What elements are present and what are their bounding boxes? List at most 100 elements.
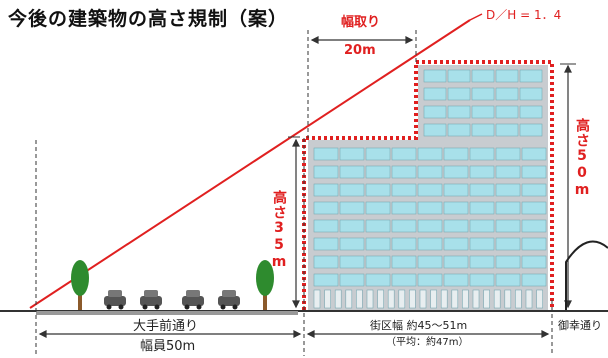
window xyxy=(495,219,521,233)
window xyxy=(365,237,391,251)
window xyxy=(521,147,547,161)
window xyxy=(365,273,391,287)
tree-left xyxy=(71,260,89,310)
window xyxy=(495,123,519,137)
ground-opening xyxy=(493,289,501,309)
window xyxy=(471,105,495,119)
tree-right xyxy=(256,260,274,310)
window xyxy=(365,255,391,269)
block-width-label: 街区幅 約45～51m xyxy=(370,319,468,332)
ground-opening xyxy=(536,289,543,309)
window xyxy=(469,201,495,215)
window xyxy=(391,219,417,233)
window xyxy=(443,255,469,269)
window xyxy=(391,147,417,161)
ground-opening xyxy=(387,289,395,309)
window xyxy=(443,201,469,215)
ground-opening xyxy=(451,289,459,309)
height-50-label: 高さ50m xyxy=(574,118,590,199)
window xyxy=(423,105,447,119)
window xyxy=(447,105,471,119)
window xyxy=(417,183,443,197)
window xyxy=(391,255,417,269)
ground-opening xyxy=(525,289,533,309)
block-average-label: （平均：約47m） xyxy=(386,337,469,348)
window xyxy=(423,87,447,101)
window xyxy=(417,165,443,179)
window xyxy=(417,273,443,287)
window xyxy=(495,147,521,161)
window xyxy=(469,255,495,269)
window xyxy=(365,183,391,197)
window xyxy=(339,165,365,179)
window xyxy=(521,237,547,251)
ground-opening xyxy=(324,289,331,309)
ground-opening xyxy=(430,289,437,309)
window xyxy=(313,183,339,197)
window xyxy=(313,219,339,233)
window xyxy=(313,273,339,287)
window xyxy=(521,273,547,287)
window xyxy=(339,255,365,269)
ground-opening xyxy=(440,289,448,309)
ground-opening xyxy=(313,289,321,309)
window xyxy=(495,273,521,287)
ground-opening xyxy=(409,289,416,309)
window xyxy=(521,201,547,215)
street-width-label: 幅員50m xyxy=(140,339,196,354)
window xyxy=(339,147,365,161)
window xyxy=(365,219,391,233)
window xyxy=(495,201,521,215)
ground-opening xyxy=(356,289,363,309)
window xyxy=(391,183,417,197)
side-street-arcade xyxy=(565,240,608,310)
window xyxy=(469,273,495,287)
window xyxy=(495,255,521,269)
window xyxy=(519,69,543,83)
window xyxy=(313,201,339,215)
window xyxy=(443,219,469,233)
dh-slope-line xyxy=(29,19,471,309)
diagram-title: 今後の建築物の高さ規制（案） xyxy=(8,8,289,30)
dh-label-leader xyxy=(469,13,483,21)
window xyxy=(447,87,471,101)
window xyxy=(365,165,391,179)
ground-opening xyxy=(462,289,469,309)
window xyxy=(471,69,495,83)
ground-opening xyxy=(377,289,384,309)
window xyxy=(391,237,417,251)
window xyxy=(469,237,495,251)
window xyxy=(469,219,495,233)
car-3 xyxy=(182,290,204,310)
road-curb xyxy=(36,311,298,315)
window xyxy=(519,87,543,101)
window xyxy=(391,273,417,287)
window xyxy=(313,255,339,269)
window xyxy=(417,147,443,161)
window xyxy=(469,147,495,161)
window xyxy=(495,165,521,179)
car-4 xyxy=(218,290,240,310)
window xyxy=(339,201,365,215)
window xyxy=(495,105,519,119)
frontage-value: 20m xyxy=(344,43,376,58)
window xyxy=(521,219,547,233)
window xyxy=(339,237,365,251)
window xyxy=(423,69,447,83)
ground-opening xyxy=(419,289,427,309)
window xyxy=(313,165,339,179)
ground-opening xyxy=(472,289,480,309)
car-1 xyxy=(104,290,126,310)
window xyxy=(339,273,365,287)
window xyxy=(443,237,469,251)
ground-opening xyxy=(366,289,374,309)
window xyxy=(365,147,391,161)
ground-opening xyxy=(483,289,490,309)
building-windows xyxy=(313,69,547,287)
window xyxy=(521,255,547,269)
frontage-label: 幅取り xyxy=(341,15,381,30)
window xyxy=(313,147,339,161)
window xyxy=(521,165,547,179)
window xyxy=(471,123,495,137)
window xyxy=(495,87,519,101)
